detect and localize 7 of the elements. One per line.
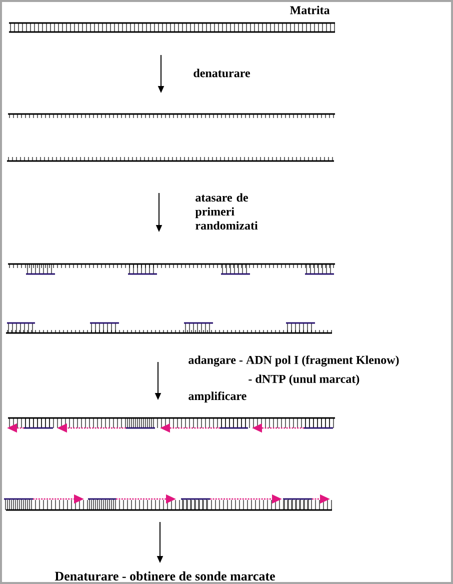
label: denaturare <box>194 68 250 78</box>
label: Denaturare - obtinere de sonde marcate <box>54 571 275 581</box>
label: atasare de primeri randomizati <box>195 193 258 230</box>
label: amplificare <box>188 392 246 402</box>
label: adangare - ADN pol I (fragment Klenow) <box>188 355 399 367</box>
label: Matrita <box>290 6 330 14</box>
label: - dNTP (unul marcat) <box>248 374 360 386</box>
